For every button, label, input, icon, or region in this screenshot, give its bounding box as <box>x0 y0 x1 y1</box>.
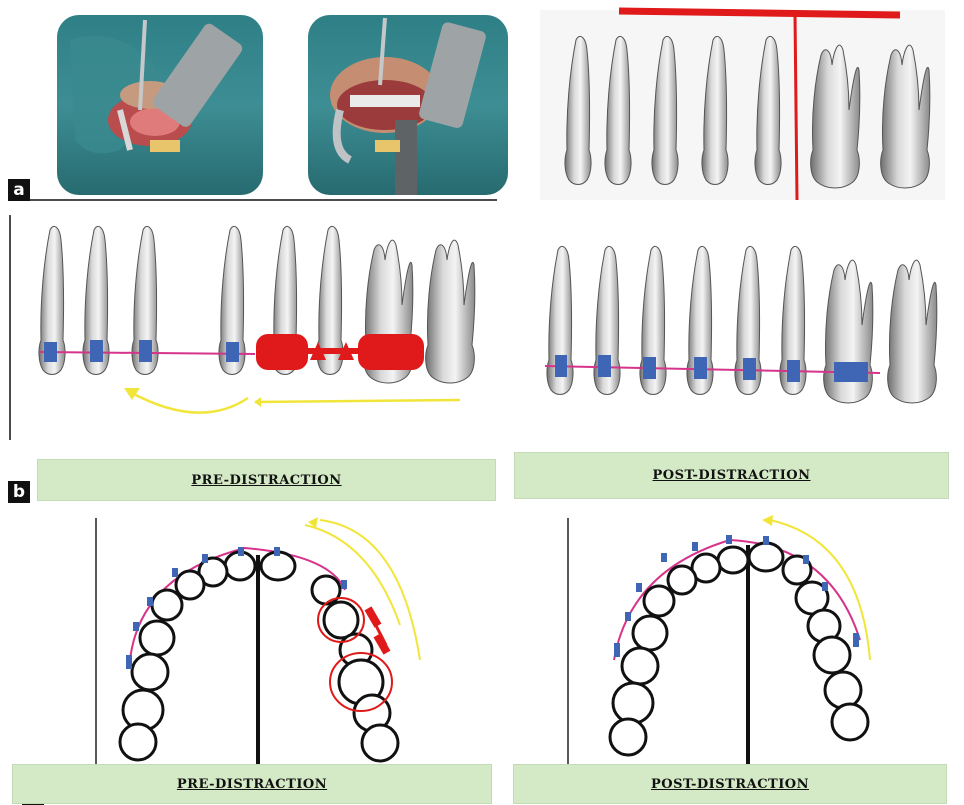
panel-c <box>96 515 870 765</box>
banner-b-post: POST-DISTRACTION <box>514 452 949 499</box>
banner-b-pre: PRE-DISTRACTION <box>37 459 496 501</box>
bracket <box>787 360 800 382</box>
movement-arrow-curved <box>130 392 248 413</box>
panel-label-a: a <box>8 179 30 201</box>
panel-b <box>10 215 937 440</box>
bracket <box>90 340 103 362</box>
distractor-block-1 <box>256 334 308 370</box>
bracket <box>598 355 611 377</box>
teeth-row-b-post <box>545 246 937 403</box>
bracket <box>743 358 756 380</box>
surgical-photo-1 <box>57 15 263 195</box>
banner-c-post: POST-DISTRACTION <box>513 764 947 804</box>
panel-label-b: b <box>8 481 30 503</box>
bracket <box>834 362 868 382</box>
teeth-row-b-pre <box>39 226 475 412</box>
bracket <box>226 342 239 362</box>
bracket <box>44 342 57 362</box>
banner-c-pre: PRE-DISTRACTION <box>12 764 492 804</box>
dental-arch-post <box>568 515 870 765</box>
dental-arch-pre <box>96 517 420 765</box>
movement-arrow-straight <box>255 400 460 402</box>
osteotomy-line-horizontal <box>619 11 900 15</box>
osteotomy-line-vertical <box>795 14 797 200</box>
distractor-block-2 <box>358 334 424 370</box>
bracket <box>139 340 152 362</box>
surgical-photo-2 <box>308 15 508 195</box>
teeth-row-a <box>540 10 945 200</box>
bracket <box>694 357 707 379</box>
bracket <box>643 357 656 379</box>
panel-a <box>10 10 945 200</box>
bracket <box>555 355 567 377</box>
